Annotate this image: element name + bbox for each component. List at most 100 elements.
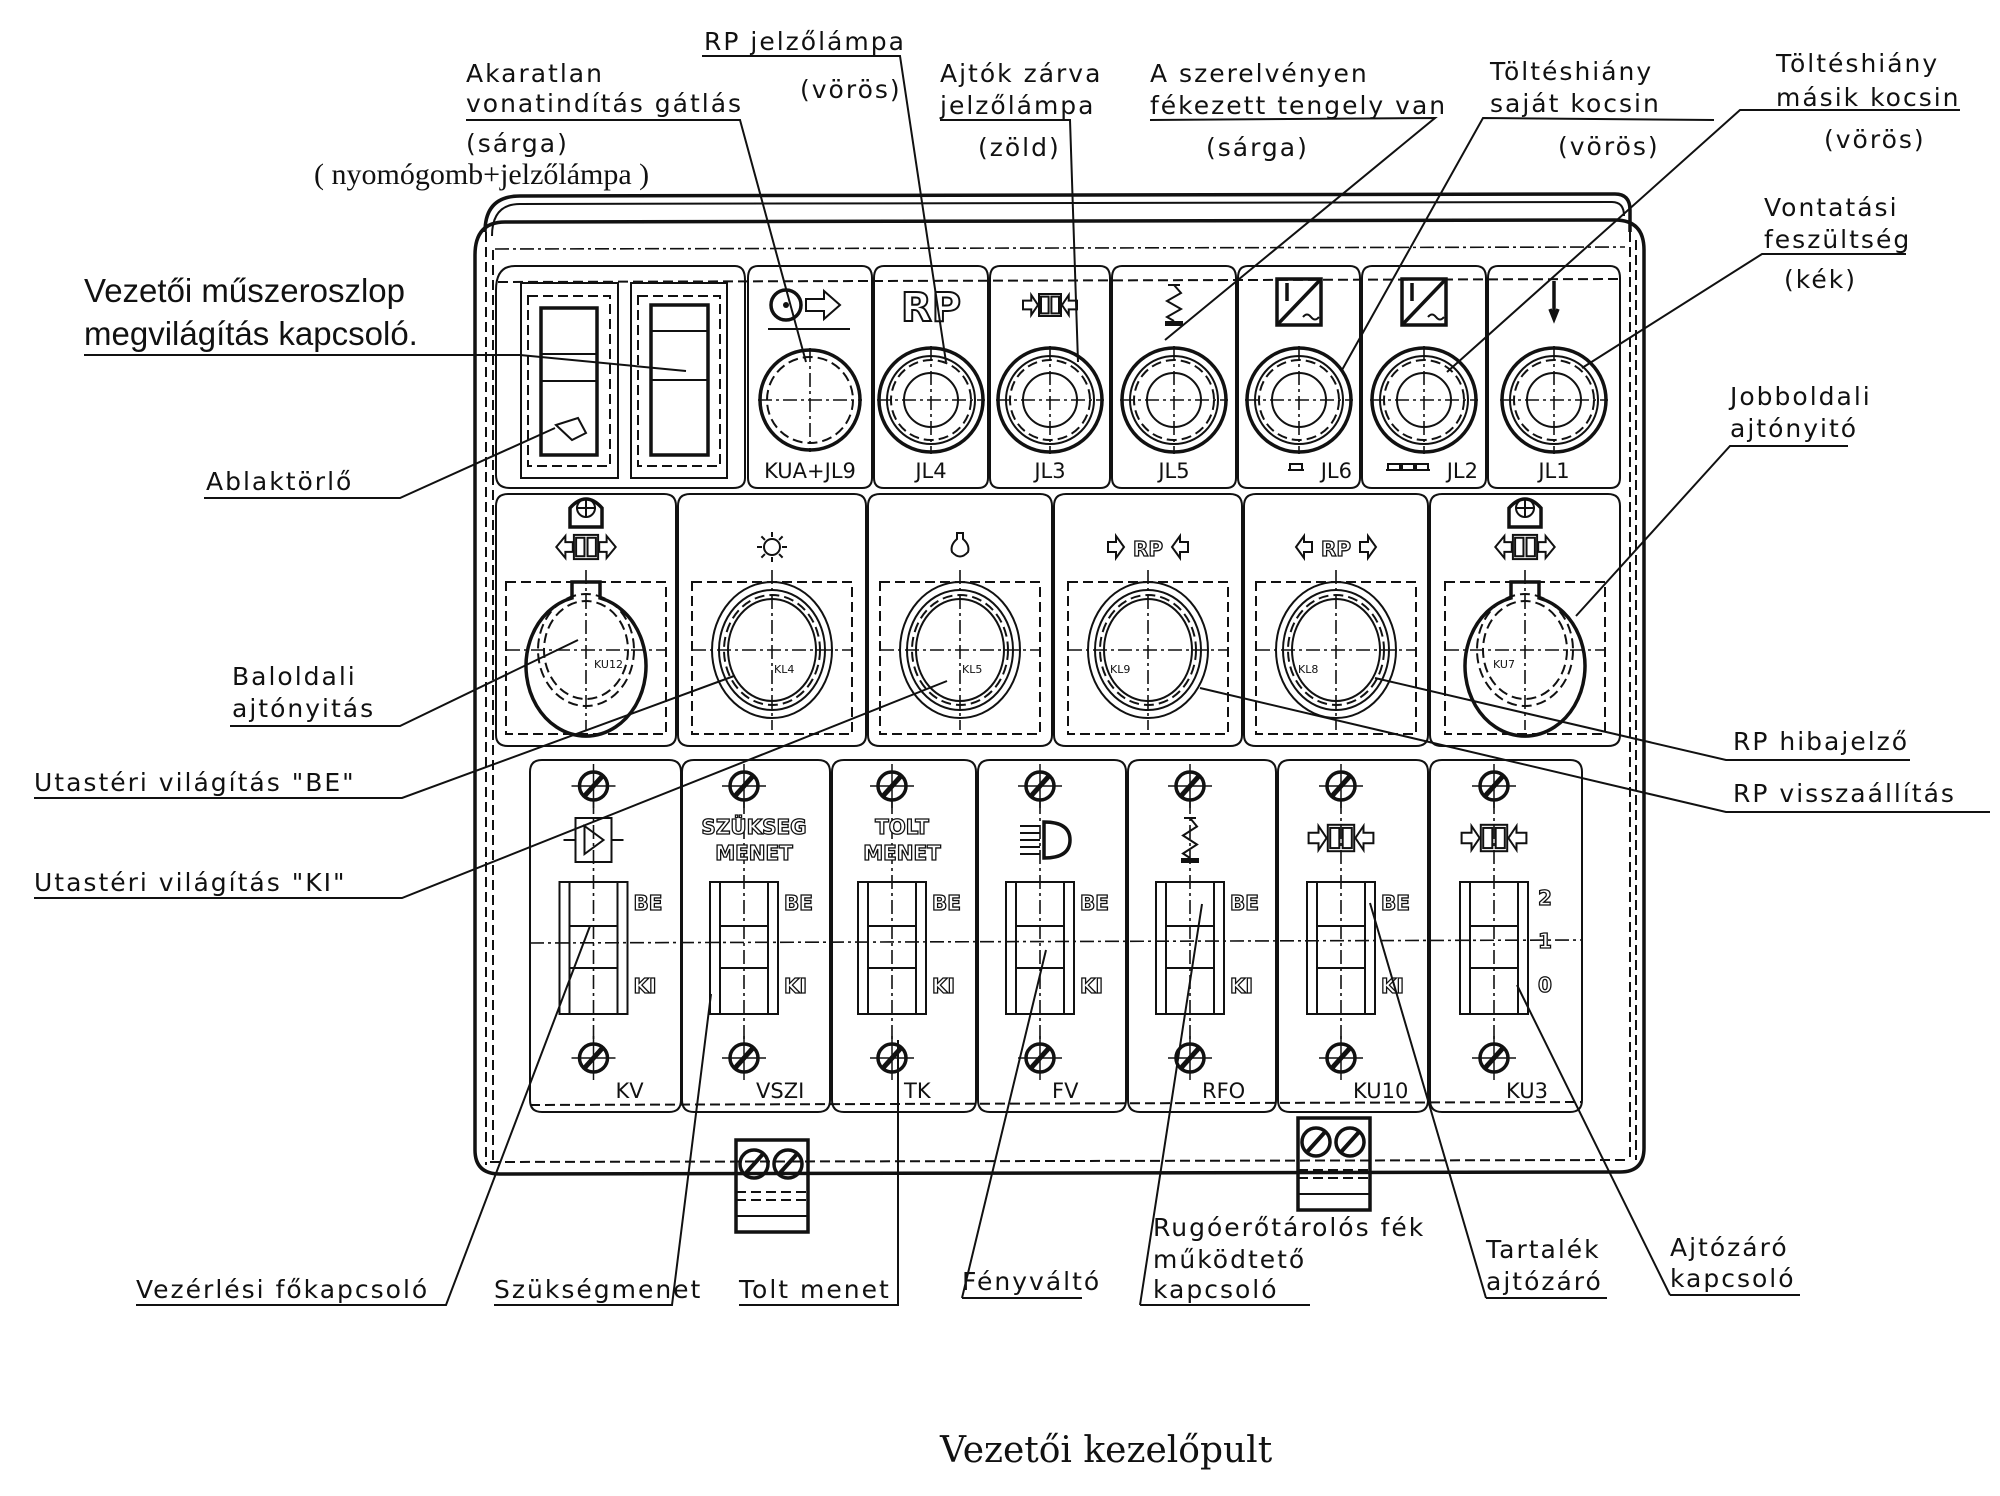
lamp-on-icon (757, 532, 787, 562)
callout-jl2-line1: Töltéshiány (1775, 49, 1939, 78)
lamp-code-label: JL6 (1319, 459, 1352, 483)
voltage-arrow (1548, 281, 1560, 324)
push-button-ku7[interactable]: KU7 (1429, 493, 1621, 747)
screw-slot (1029, 1046, 1051, 1070)
screw-slot (1179, 774, 1201, 798)
leader-line (739, 1040, 899, 1306)
signal-lamp (1370, 346, 1478, 454)
button-code-label: KU12 (594, 658, 623, 671)
ray (760, 535, 766, 541)
signal-lamp (1120, 346, 1228, 454)
arrow-left-icon (1060, 291, 1078, 319)
doors-closing-icon (1307, 822, 1375, 854)
callout-jl5: A szerelvényen fékezett tengely van (sár… (1150, 59, 1445, 162)
switch-rocker[interactable] (1005, 881, 1075, 1015)
callout-jl3-line1: Ajtók zárva (940, 59, 1102, 88)
screw-slot (881, 774, 903, 798)
position-label-on: BE (1381, 891, 1410, 915)
arrow-right-icon (1022, 291, 1040, 319)
one-car-icon (1288, 463, 1304, 471)
arrow-right-icon (805, 288, 842, 322)
car-shape (1414, 463, 1430, 471)
door-button[interactable] (1463, 580, 1587, 738)
indicator-lamp-jl5[interactable]: JL5 (1111, 265, 1237, 489)
indicator-lamp-jl6[interactable]: JL6 (1237, 265, 1361, 489)
terminal-block (734, 1138, 810, 1234)
wiper-switch[interactable] (520, 282, 619, 479)
ray (778, 535, 784, 541)
switch-symbol-text-line2: MENET (863, 841, 941, 865)
lamp-code-label: JL1 (1536, 459, 1569, 483)
screw-icon (870, 1036, 914, 1080)
callout-jl2-line2: másik kocsin (1776, 83, 1961, 112)
rp-symbol: RP (1133, 537, 1163, 561)
callout-jl2-line3: (vörös) (1824, 125, 1926, 154)
screw-icon (571, 1036, 616, 1080)
screw-slot (1029, 774, 1051, 798)
callout-cabin-light-on: Utastéri világítás "BE" (34, 768, 356, 797)
rocker-frame (1005, 881, 1075, 1015)
switch-rocker[interactable] (857, 881, 927, 1015)
charge-fault-icon (1400, 277, 1448, 327)
leader-line (34, 675, 735, 799)
leader-line (940, 119, 1079, 363)
leader-line (204, 427, 556, 499)
switch-housing (1127, 759, 1277, 1113)
arrow-right-icon (1460, 822, 1481, 854)
indicator-lamp-kua-jl9[interactable]: KUA+JL9 (747, 265, 873, 489)
push-button-kl5[interactable]: KL5 (867, 493, 1053, 747)
door-leaf-right (1050, 295, 1061, 315)
callout-rp-reset: RP visszaállítás (1733, 779, 1956, 808)
wiper-icon (554, 416, 588, 442)
callout-jl6-line3: (vörös) (1558, 132, 1660, 161)
switch-rocker[interactable] (1459, 881, 1529, 1015)
switch-rocker[interactable] (709, 881, 779, 1015)
arrow-right-icon (1307, 822, 1328, 854)
door-button[interactable] (524, 580, 648, 738)
switch-housing (977, 759, 1127, 1113)
indicator-lamp-jl1[interactable]: JL1 (1487, 265, 1621, 489)
callout-jl5-line1: A szerelvényen (1150, 59, 1369, 88)
push-button-kl4[interactable]: KL4 (677, 493, 867, 747)
rocker-frame (857, 881, 927, 1015)
lamp-code-label: JL4 (913, 459, 946, 483)
button-housing (677, 493, 867, 747)
screw-icon (1472, 1036, 1516, 1080)
push-button-ku12[interactable]: KU12 (495, 493, 677, 747)
signal-lamp (1245, 346, 1353, 454)
arrow-left-icon (555, 533, 574, 561)
switch-rocker[interactable] (1155, 881, 1225, 1015)
switch-rocker[interactable] (558, 881, 629, 1015)
instrument-lighting-switch[interactable] (630, 282, 728, 479)
terminal-block (1296, 1116, 1372, 1212)
doors-opening-icon (555, 533, 617, 561)
leader-line (1199, 687, 1990, 813)
switch-rocker[interactable] (1306, 881, 1376, 1015)
screw-slot (582, 1046, 605, 1070)
screw-slot (733, 1046, 755, 1070)
indicator-lamp-jl3[interactable]: JL3 (989, 265, 1111, 489)
callout-wiper: Ablaktörlő (206, 467, 353, 496)
screw-head (1174, 1042, 1206, 1074)
position-label-off: KI (784, 974, 807, 998)
callout-jl5-line3: (sárga) (1206, 133, 1309, 162)
arrow-icon (1170, 532, 1189, 562)
switch-symbol-text-line1: SZÜKSEG (701, 815, 806, 839)
callout-kua-line1: Akaratlan (466, 59, 604, 88)
arrow-left-icon (1507, 822, 1528, 854)
position-label-on: BE (1080, 891, 1109, 915)
indicator-lamp-jl2[interactable]: JL2 (1361, 265, 1487, 489)
lamp-housing (1111, 265, 1237, 489)
callout-kua-line2: vonatindítás gátlás (466, 89, 743, 118)
